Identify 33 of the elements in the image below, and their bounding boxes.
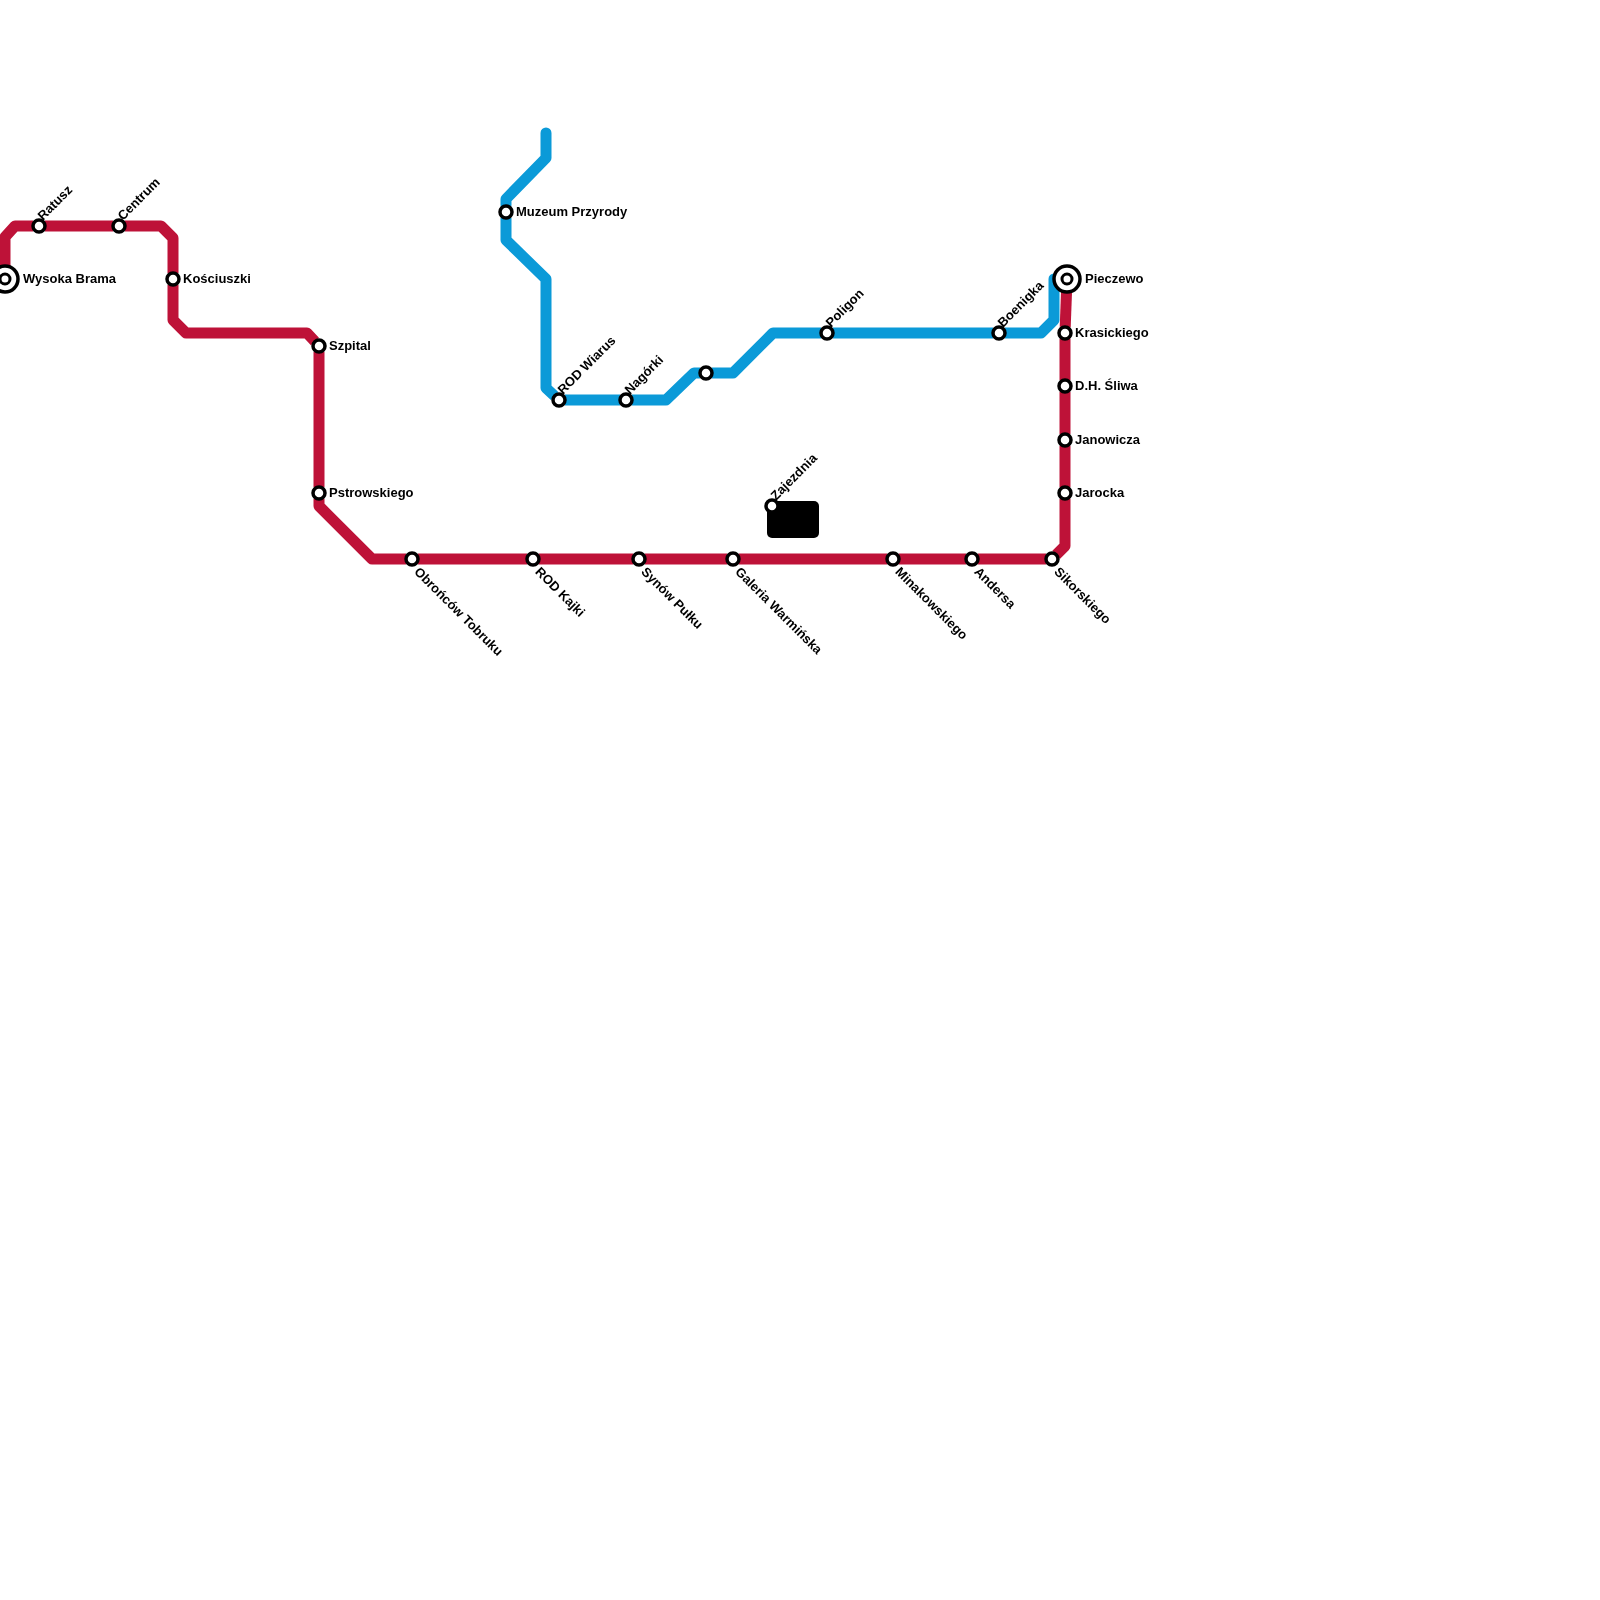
route-line — [712, 327, 821, 379]
station-name: Jarocka — [1075, 485, 1125, 500]
route-line — [833, 327, 993, 339]
station-name: Kościuszki — [183, 271, 251, 286]
route-line — [167, 285, 319, 346]
route-line — [500, 218, 559, 400]
station-name: D.H. Śliwa — [1075, 378, 1138, 393]
route-line — [125, 220, 179, 273]
route-line — [899, 553, 966, 565]
station-name: Janowicza — [1075, 432, 1141, 447]
route-line — [539, 553, 633, 565]
route-line — [565, 394, 620, 406]
route-line — [632, 367, 700, 406]
route-line — [313, 352, 325, 487]
route-line — [0, 220, 33, 267]
station-name: Pstrowskiego — [329, 485, 414, 500]
route-line — [645, 553, 727, 565]
route-line — [978, 553, 1046, 565]
route-line — [1059, 339, 1071, 380]
route-line — [1005, 273, 1060, 339]
route-line — [1059, 290, 1073, 328]
route-line — [313, 499, 406, 565]
station-name: Szpital — [329, 338, 371, 353]
station-name: Krasickiego — [1075, 325, 1149, 340]
route-line — [1059, 392, 1071, 434]
route-line — [1059, 446, 1071, 487]
station-name: Pieczewo — [1085, 271, 1144, 286]
route-line — [418, 553, 527, 565]
route-line — [1052, 499, 1071, 559]
station-name: Wysoka Brama — [23, 271, 116, 286]
route-line — [739, 553, 887, 565]
station-name: Muzeum Przyrody — [516, 204, 628, 219]
route-line — [45, 220, 113, 232]
